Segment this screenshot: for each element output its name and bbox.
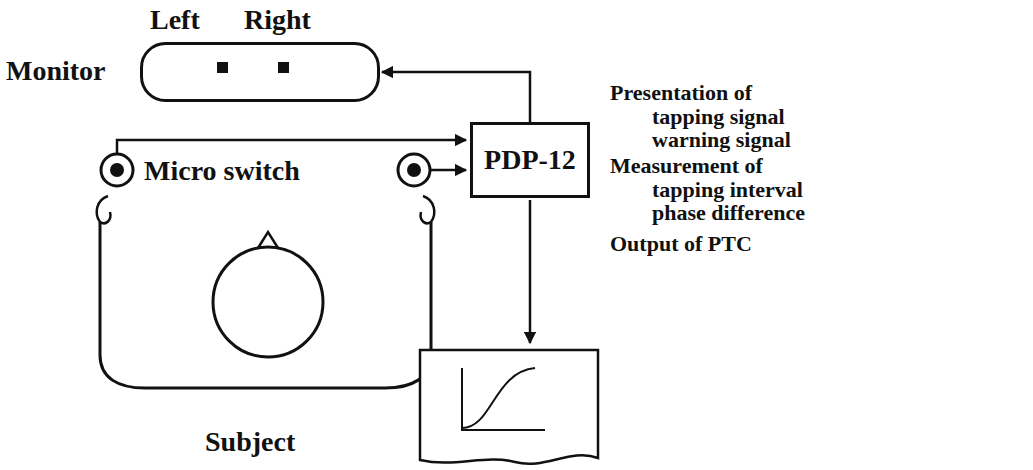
monitor-screen: Monitor xyxy=(140,42,380,102)
function-note: tapping signal xyxy=(652,106,785,128)
graph-axes xyxy=(462,368,545,430)
switch-wire xyxy=(430,169,466,172)
thumb xyxy=(421,196,435,223)
function-note: tapping interval xyxy=(652,179,803,201)
thumb xyxy=(97,196,111,223)
function-note: Measurement of xyxy=(610,155,763,177)
node-border xyxy=(472,124,589,197)
function-note: Output of PTC xyxy=(610,233,752,255)
part-label: Subject xyxy=(205,428,295,456)
function-note: warning signal xyxy=(652,129,791,151)
micro-switch-left xyxy=(101,154,133,186)
output-arrow xyxy=(529,200,532,343)
right-lamp xyxy=(278,62,289,73)
left-lamp xyxy=(217,62,228,73)
printout xyxy=(420,350,598,464)
function-note: phase difference xyxy=(652,202,805,224)
side-label: Right xyxy=(244,6,311,34)
computer-box: PDP-12 xyxy=(470,122,590,198)
micro-switch-right xyxy=(398,154,430,186)
node-text: PDP-12 xyxy=(484,146,576,174)
function-note: Presentation of xyxy=(610,82,752,104)
nose xyxy=(258,232,278,248)
node-text: Monitor xyxy=(6,57,106,85)
signal-arrow xyxy=(382,72,530,122)
node-border xyxy=(142,44,379,101)
part-label: Micro switch xyxy=(144,157,300,185)
side-label: Left xyxy=(150,6,200,34)
subject-head xyxy=(213,247,323,357)
node-outline xyxy=(140,42,380,102)
arms xyxy=(100,222,431,388)
switch-wire xyxy=(117,140,466,154)
ptc-curve xyxy=(462,368,535,428)
